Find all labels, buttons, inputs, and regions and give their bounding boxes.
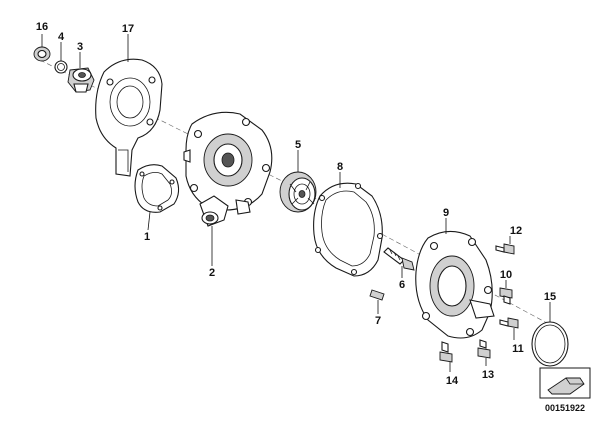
callout-6: 6	[399, 279, 405, 291]
part-1-gasket	[134, 164, 180, 213]
reference-number: 00151922	[545, 403, 585, 413]
part-17-shield	[95, 58, 163, 177]
part-3-hub	[67, 67, 95, 93]
part-11-bolt	[499, 317, 519, 329]
callout-12: 12	[510, 225, 522, 237]
part-7-dowel-pin	[369, 289, 385, 301]
callout-13: 13	[482, 369, 494, 381]
part-9-cover	[415, 230, 495, 339]
callout-9: 9	[443, 207, 449, 219]
callout-4: 4	[58, 31, 65, 43]
reference-box	[539, 367, 591, 399]
part-12-bolt	[495, 243, 515, 255]
callout-17: 17	[122, 23, 134, 35]
callout-14: 14	[446, 375, 459, 387]
part-10-sensor	[499, 287, 513, 305]
callout-8: 8	[337, 161, 343, 173]
part-16-nut	[33, 46, 51, 62]
part-5-impeller	[279, 171, 317, 213]
part-8-gasket	[313, 182, 384, 277]
part-13-bolt	[477, 339, 491, 359]
callout-3: 3	[77, 41, 83, 53]
part-14-bolt	[439, 341, 453, 363]
callout-11: 11	[512, 343, 524, 355]
part-2-pump-housing	[183, 111, 273, 227]
callout-7: 7	[375, 315, 381, 327]
part-4-o-ring	[54, 60, 68, 74]
callout-2: 2	[209, 267, 215, 279]
callout-5: 5	[295, 139, 301, 151]
callout-15: 15	[544, 291, 556, 303]
leader-lines	[41, 34, 551, 372]
callout-10: 10	[500, 269, 512, 281]
part-15-o-ring	[531, 321, 569, 367]
part-6-stud	[383, 247, 415, 271]
callout-1: 1	[144, 231, 150, 243]
callout-16: 16	[36, 21, 48, 33]
